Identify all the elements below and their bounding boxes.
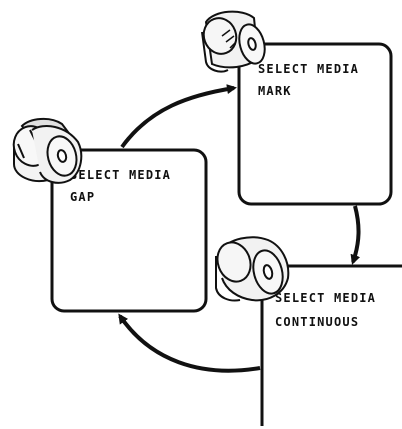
arrow-mark-to-continuous	[350, 205, 361, 265]
screen-continuous-line1: SELECT MEDIA	[275, 291, 376, 305]
screen-mark: SELECT MEDIA MARK	[237, 42, 393, 206]
screen-gap-line2: GAP	[70, 190, 95, 204]
screen-mark-frame	[237, 42, 393, 206]
screen-gap-frame	[50, 148, 208, 313]
screen-gap: SELECT MEDIA GAP	[50, 148, 208, 313]
arrow-gap-to-mark	[120, 84, 237, 149]
continuous-media-roll-icon	[215, 236, 290, 302]
arrow-continuous-to-gap	[118, 313, 261, 373]
screen-gap-line1: SELECT MEDIA	[70, 168, 171, 182]
gap-media-roll-icon	[12, 118, 83, 184]
screen-continuous-line2: CONTINUOUS	[275, 315, 359, 329]
screen-mark-line1: SELECT MEDIA	[258, 62, 359, 76]
mark-media-roll-icon	[201, 10, 266, 73]
screen-mark-line2: MARK	[258, 84, 292, 98]
